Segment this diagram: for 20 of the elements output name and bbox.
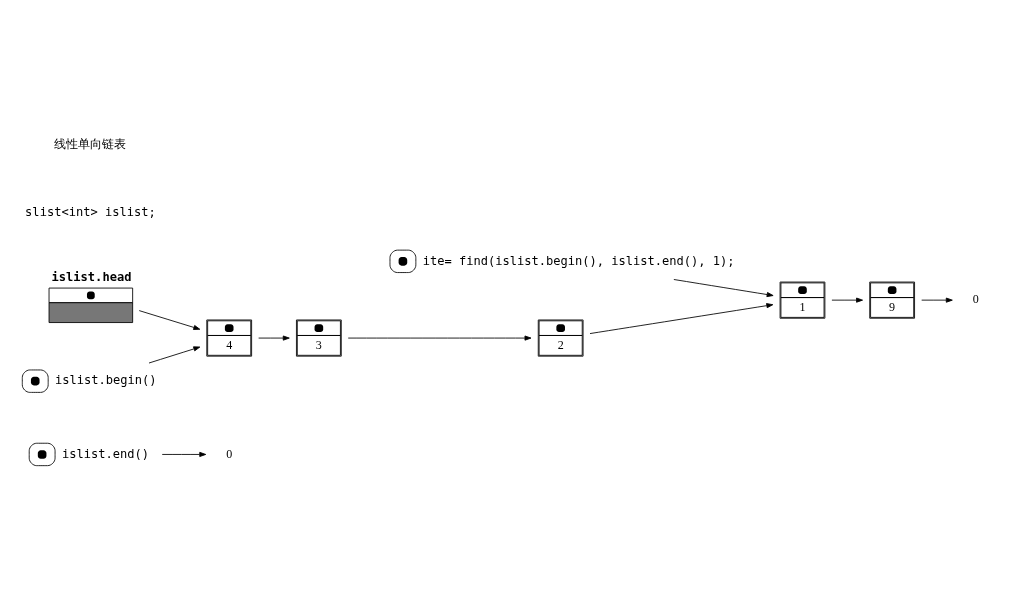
arrow <box>138 309 201 330</box>
node-text: 0 <box>972 291 979 306</box>
arrow <box>921 297 953 303</box>
node-label: islist.head <box>51 269 132 284</box>
node-cloud <box>28 442 56 466</box>
label: slist<int> islist; <box>25 204 156 219</box>
node-cloud <box>21 369 49 393</box>
arrow <box>673 278 774 297</box>
node-label: islist.end() <box>61 446 150 461</box>
arrow <box>161 451 207 457</box>
arrow <box>347 335 532 341</box>
arrow <box>831 297 863 303</box>
node-text: 0 <box>226 446 233 461</box>
arrow <box>258 335 290 341</box>
arrow <box>148 345 201 363</box>
node-label: islist.begin() <box>55 372 157 387</box>
node-cloud <box>389 249 417 273</box>
arrow <box>589 302 774 334</box>
node-label: ite= find(islist.begin(), islist.end(), 1); <box>422 253 735 268</box>
label: 线性单向链表 <box>54 136 127 151</box>
